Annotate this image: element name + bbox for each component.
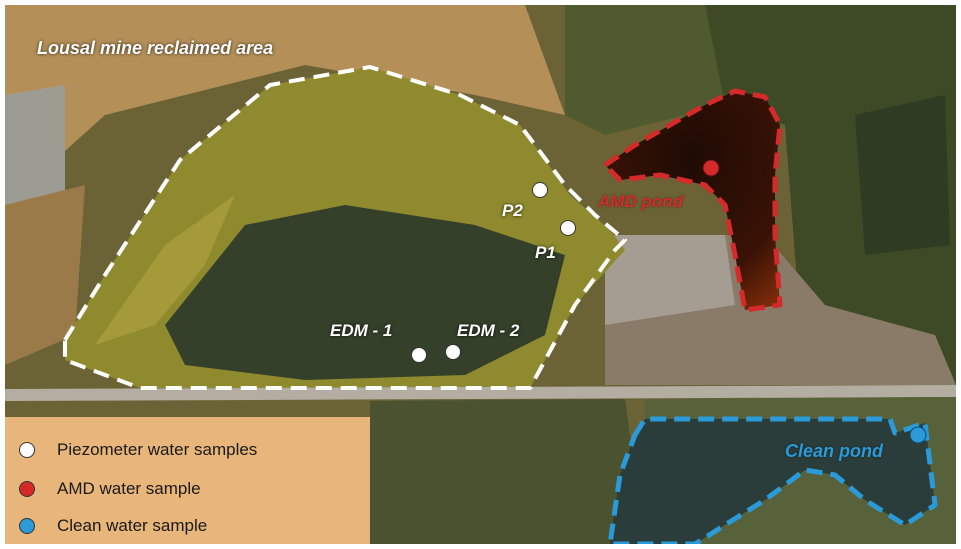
legend-label: AMD water sample [57,479,201,498]
amd-pond-outline [602,88,783,313]
light-vegetation-patch [95,195,235,345]
bare-ground-west [5,185,85,365]
legend-item-piezometer: Piezometer water samples [19,437,257,463]
vegetation-south [370,399,645,544]
bare-pit [605,235,735,325]
aerial-image [5,5,956,544]
dense-forest-east [855,95,950,255]
sample-point-edm1 [411,347,427,363]
clean-pond-water [610,419,935,544]
dark-vegetation-patch [165,205,565,380]
aerial-map: Lousal mine reclaimed area P2 P1 EDM - 1… [5,5,956,544]
blue-dot-icon [19,518,35,534]
legend-label: Piezometer water samples [57,440,258,459]
label-edm2: EDM - 2 [457,321,520,340]
label-edm1: EDM - 1 [330,321,393,340]
label-amd-pond: AMD pond [598,192,683,211]
vegetation-north [565,5,725,135]
sample-point-clean [909,426,927,444]
legend-item-amd: AMD water sample [19,476,201,502]
white-dot-icon [19,442,35,458]
legend-item-clean: Clean water sample [19,513,207,539]
map-legend: Piezometer water samples AMD water sampl… [5,417,370,544]
red-dot-icon [19,481,35,497]
sample-point-p1 [560,220,576,236]
forest-east [705,5,956,385]
sample-point-amd [702,159,720,177]
bare-ground-north [5,5,565,205]
sample-point-edm2 [445,344,461,360]
label-clean-pond: Clean pond [785,441,883,461]
label-p2: P2 [502,201,523,220]
label-p1: P1 [535,243,556,262]
legend-label: Clean water sample [57,516,208,535]
sample-point-p2 [532,182,548,198]
clean-pond-outline [607,416,938,544]
reclaimed-area-outline [63,65,627,390]
map-title: Lousal mine reclaimed area [37,38,274,58]
